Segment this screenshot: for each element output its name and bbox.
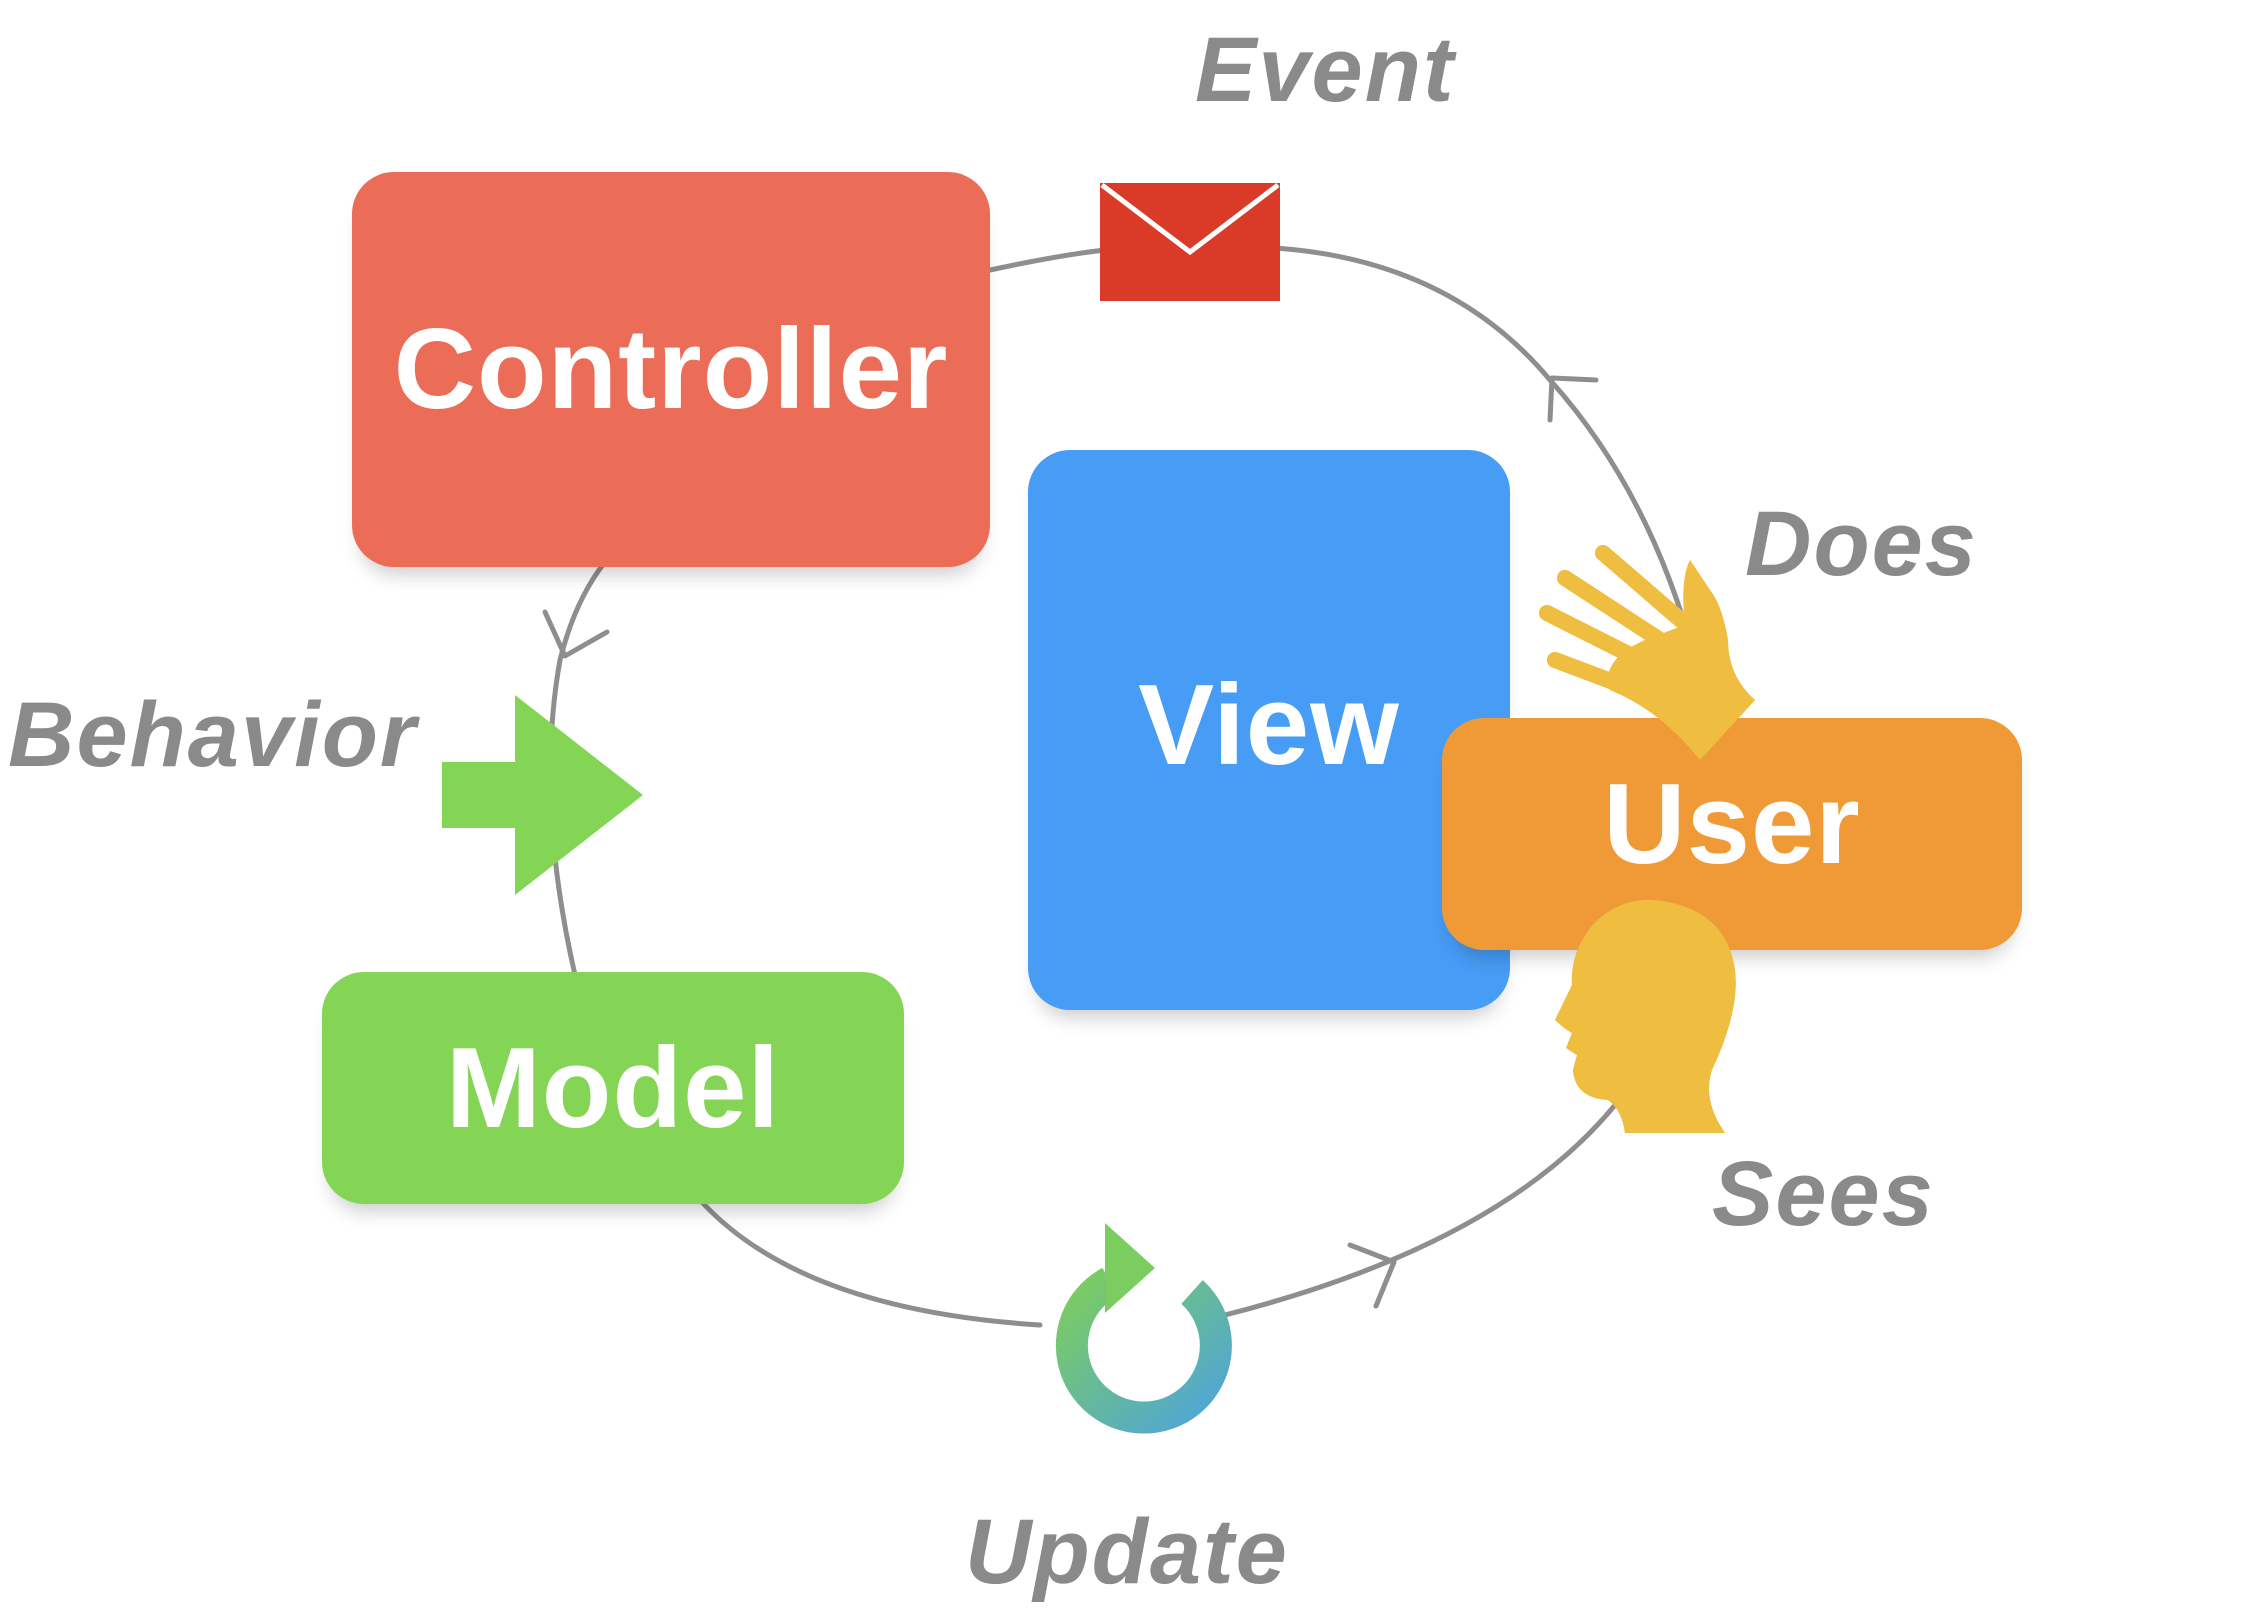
connector-sees-update [1222, 1102, 1618, 1318]
view-label: View [1138, 661, 1400, 789]
refresh-icon [1055, 1223, 1232, 1434]
view-box: View [1028, 450, 1510, 1010]
direction-arrow-model-controller [542, 609, 610, 659]
behavior-label: Behavior [8, 684, 418, 786]
connector-controller-event [987, 247, 1108, 273]
does-label: Does [1745, 493, 1978, 595]
update-label: Update [965, 1501, 1289, 1603]
envelope-icon [1100, 183, 1280, 301]
controller-box: Controller [352, 172, 990, 567]
model-label: Model [445, 1024, 781, 1152]
user-box: User [1442, 718, 2022, 950]
connector-update-model [697, 1197, 1043, 1328]
user-label: User [1603, 760, 1861, 888]
model-box: Model [322, 972, 904, 1204]
direction-arrow-event-does [1547, 375, 1599, 423]
direction-arrow-sees-update [1347, 1242, 1397, 1309]
event-label: Event [1195, 19, 1456, 121]
controller-label: Controller [393, 306, 949, 433]
sees-label: Sees [1712, 1143, 1935, 1245]
right-arrow-icon [442, 695, 643, 895]
connector-model-controller [547, 559, 608, 978]
